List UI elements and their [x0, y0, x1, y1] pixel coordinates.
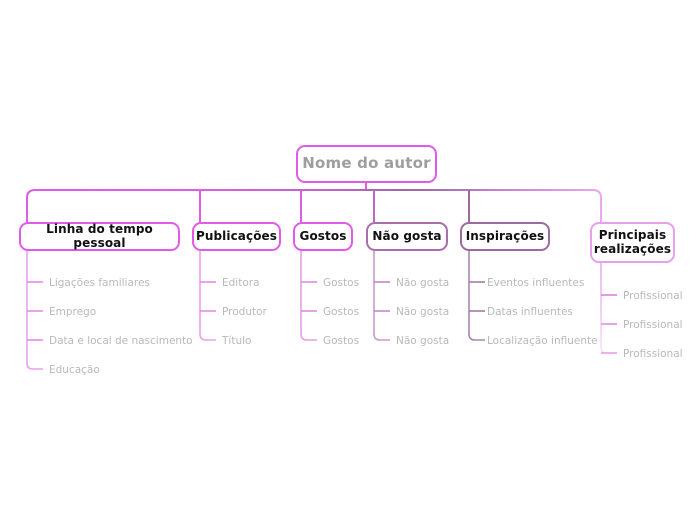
- leaf-item[interactable]: Título: [222, 335, 252, 347]
- leaf-item[interactable]: Eventos influentes: [487, 277, 585, 289]
- branch-node-label: Linha do tempo pessoal: [46, 221, 153, 250]
- leaf-item[interactable]: Educação: [49, 364, 100, 376]
- leaf-item[interactable]: Ligações familiares: [49, 277, 150, 289]
- leaf-item[interactable]: Não gosta: [396, 335, 450, 347]
- leaf-item[interactable]: Produtor: [222, 306, 267, 318]
- leaf-item[interactable]: Profissional: [623, 290, 683, 302]
- leaf-item[interactable]: Profissional: [623, 319, 683, 331]
- leaf-item[interactable]: Data e local de nascimento: [49, 335, 193, 347]
- leaf-item[interactable]: Gostos: [323, 277, 360, 289]
- branch-node-label-line2: realizações: [593, 241, 672, 256]
- leaf-item[interactable]: Não gosta: [396, 306, 450, 318]
- leaf-item[interactable]: Profissional: [623, 348, 683, 360]
- branch-node-label: Inspirações: [465, 228, 545, 243]
- leaf-item[interactable]: Não gosta: [396, 277, 450, 289]
- branch-node-label-line1: Principais: [598, 227, 667, 242]
- leaf-item[interactable]: Gostos: [323, 306, 360, 318]
- branch-node-principais-realizacoes[interactable]: Principais realizações: [590, 222, 675, 263]
- branch-node-label: Gostos: [299, 228, 347, 243]
- leaf-item[interactable]: Localização influente: [487, 335, 598, 347]
- branch-node-inspiracoes[interactable]: Inspirações: [460, 222, 550, 251]
- root-node[interactable]: Nome do autor: [296, 145, 437, 183]
- branch-node-publicacoes[interactable]: Publicações: [192, 222, 281, 251]
- leaf-item[interactable]: Datas influentes: [487, 306, 573, 318]
- branch-node-label: Não gosta: [372, 228, 442, 243]
- leaf-item[interactable]: Editora: [222, 277, 260, 289]
- leaf-item[interactable]: Emprego: [49, 306, 97, 318]
- root-node-label: Nome do autor: [302, 154, 431, 173]
- branch-node-gostos[interactable]: Gostos: [293, 222, 353, 251]
- branch-node-linha-do-tempo-pessoal[interactable]: Linha do tempo pessoal: [19, 222, 180, 251]
- branch-node-label: Publicações: [195, 228, 278, 243]
- branch-node-nao-gosta[interactable]: Não gosta: [366, 222, 448, 251]
- leaf-item[interactable]: Gostos: [323, 335, 360, 347]
